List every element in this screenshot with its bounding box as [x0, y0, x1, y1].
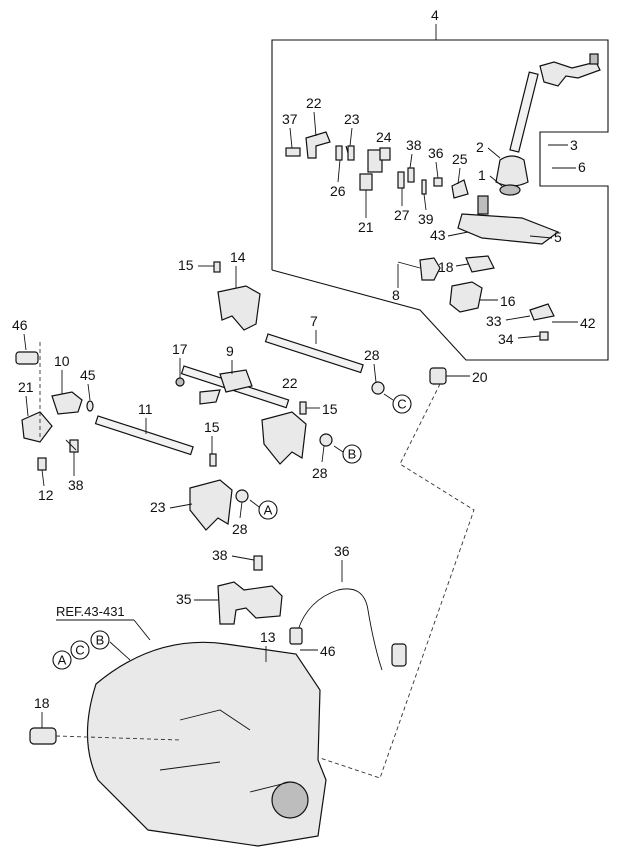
assembly-frame [271, 24, 609, 361]
small-parts-row [285, 131, 469, 199]
callout-13: 13 [260, 629, 276, 645]
callout-9: 9 [226, 343, 234, 359]
callout-12: 12 [38, 487, 54, 503]
callout-33: 33 [486, 313, 502, 329]
callout-17: 17 [172, 341, 188, 357]
shift-fork-upper [213, 261, 261, 331]
wiring-harness [289, 588, 407, 671]
callout-30b: 28 [312, 465, 328, 481]
callout-20: 20 [472, 369, 488, 385]
callout-30a: 28 [364, 347, 380, 363]
shift-block-group [397, 255, 555, 341]
callout-26: 23 [344, 111, 360, 127]
callout-21: 21 [18, 379, 34, 395]
svg-text:A: A [58, 653, 67, 668]
reference-group: REF.43-431 [56, 604, 151, 641]
svg-text:C: C [75, 643, 84, 658]
callout-34: 34 [498, 331, 514, 347]
reference-label: REF.43-431 [56, 604, 125, 619]
shift-fork-middle [261, 401, 307, 465]
circle-b-case [90, 630, 110, 650]
transmission-case [86, 641, 327, 847]
callout-36: 36 [334, 543, 350, 559]
callout-5: 5 [554, 229, 562, 245]
callout-18: 18 [34, 695, 50, 711]
svg-text:A: A [264, 503, 273, 518]
bracket-35 [217, 555, 283, 625]
callout-labels: 4 3 2 6 1 5 43 37 22 23 24 38 36 25 26 2… [12, 7, 596, 728]
callout-27: 24 [376, 129, 392, 145]
svg-text:B: B [96, 633, 105, 648]
callout-42: 42 [580, 315, 596, 331]
callout-3: 3 [570, 137, 578, 153]
callout-29: 26 [330, 183, 346, 199]
bushing [429, 367, 447, 385]
callout-15a: 15 [178, 257, 194, 273]
circle-c-rail [392, 394, 412, 414]
callout-35: 35 [176, 591, 192, 607]
circle-a-case [52, 650, 72, 670]
svg-text:C: C [397, 397, 406, 412]
callout-11: 11 [138, 401, 153, 417]
callout-24: 21 [358, 219, 374, 235]
callout-6: 6 [578, 159, 586, 175]
circle-c-case [70, 640, 90, 660]
callout-15b: 15 [322, 401, 338, 417]
callout-8: 8 [392, 287, 400, 303]
callout-4: 4 [431, 7, 439, 23]
callout-37: 37 [282, 111, 298, 127]
callout-19: 18 [438, 259, 454, 275]
callout-7: 7 [310, 313, 318, 329]
shift-lever-shaft [509, 53, 601, 153]
callout-39: 36 [428, 145, 444, 161]
callout-41: 39 [418, 211, 434, 227]
svg-text:B: B [348, 447, 357, 462]
circle-b-rail [342, 444, 362, 464]
callout-25: 22 [306, 95, 322, 111]
plug-18 [29, 727, 57, 745]
bushings-30 [235, 381, 385, 503]
callout-40: 38 [406, 137, 422, 153]
callout-16: 16 [500, 293, 516, 309]
left-side-parts [15, 351, 94, 471]
shift-fork-lower [189, 453, 233, 531]
callout-30c: 28 [232, 521, 248, 537]
callout-23: 23 [150, 499, 166, 515]
callout-1: 1 [478, 167, 486, 183]
circled-letters: C B A A C B [52, 393, 412, 670]
callout-38b: 38 [212, 547, 228, 563]
circle-a-rail [258, 500, 278, 520]
callout-45: 46 [320, 643, 336, 659]
callout-38a: 38 [68, 477, 84, 493]
callout-22: 22 [282, 375, 298, 391]
callout-32: 27 [394, 207, 410, 223]
callout-46: 46 [12, 317, 28, 333]
callout-44: 45 [80, 367, 96, 383]
callout-10: 10 [54, 353, 70, 369]
callout-28: 25 [452, 151, 468, 167]
callout-14: 14 [230, 249, 246, 265]
boot-part [495, 155, 529, 196]
callout-15c: 15 [204, 419, 220, 435]
callout-2: 2 [476, 139, 484, 155]
callout-43: 43 [430, 227, 446, 243]
dashed-guides [39, 342, 475, 779]
